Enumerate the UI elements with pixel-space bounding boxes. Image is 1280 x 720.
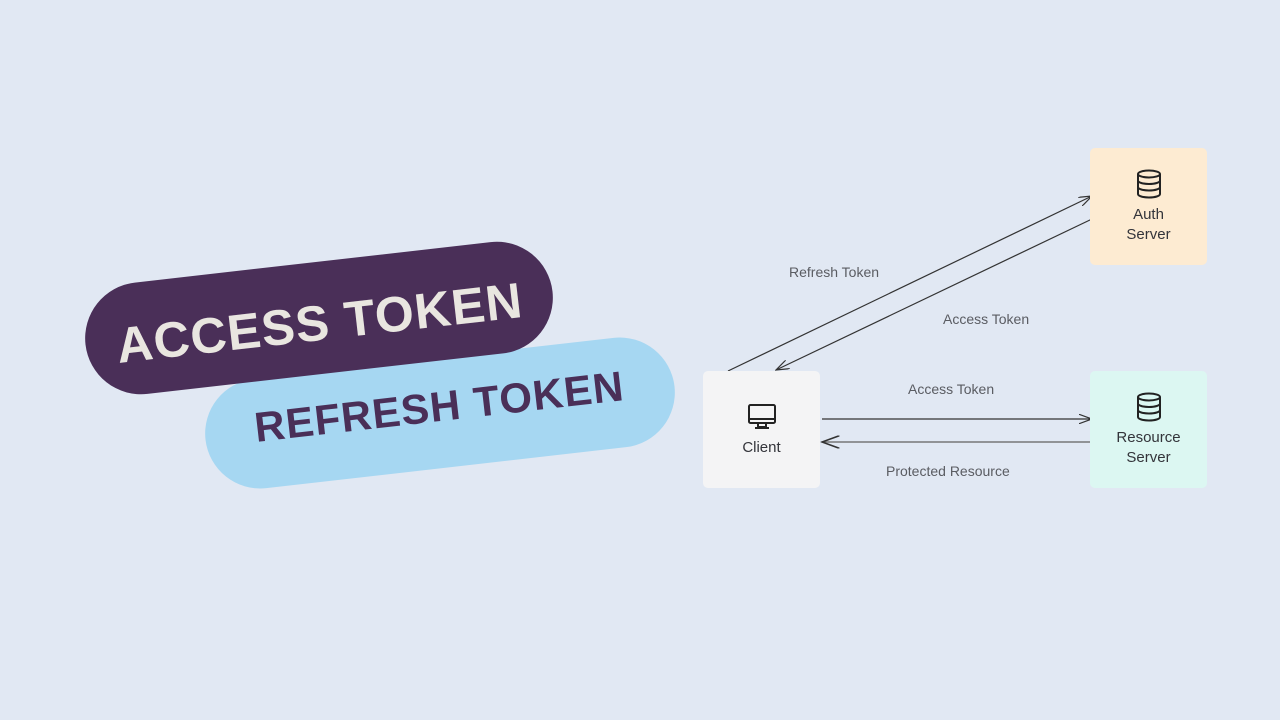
arrow-auth-to-client: [776, 218, 1093, 370]
database-icon: [1136, 169, 1161, 199]
resource-server-node: Resource Server: [1090, 371, 1207, 488]
label-access-token-auth: Access Token: [943, 311, 1030, 327]
resource-label-line1: Resource: [1116, 428, 1181, 446]
monitor-icon: [747, 403, 776, 429]
client-node: Client: [703, 371, 820, 488]
arrow-client-to-auth: [727, 196, 1092, 372]
client-label: Client: [742, 438, 781, 456]
label-refresh-token: Refresh Token: [789, 264, 880, 280]
refresh-token-title: REFRESH TOKEN: [251, 362, 627, 451]
label-protected-resource: Protected Resource: [886, 463, 1010, 479]
resource-label-line2: Server: [1126, 448, 1171, 466]
auth-label-line1: Auth: [1133, 205, 1164, 223]
auth-label-line2: Server: [1126, 225, 1171, 243]
label-access-token-resource: Access Token: [908, 381, 995, 397]
database-icon: [1136, 392, 1161, 422]
auth-server-node: Auth Server: [1090, 148, 1207, 265]
